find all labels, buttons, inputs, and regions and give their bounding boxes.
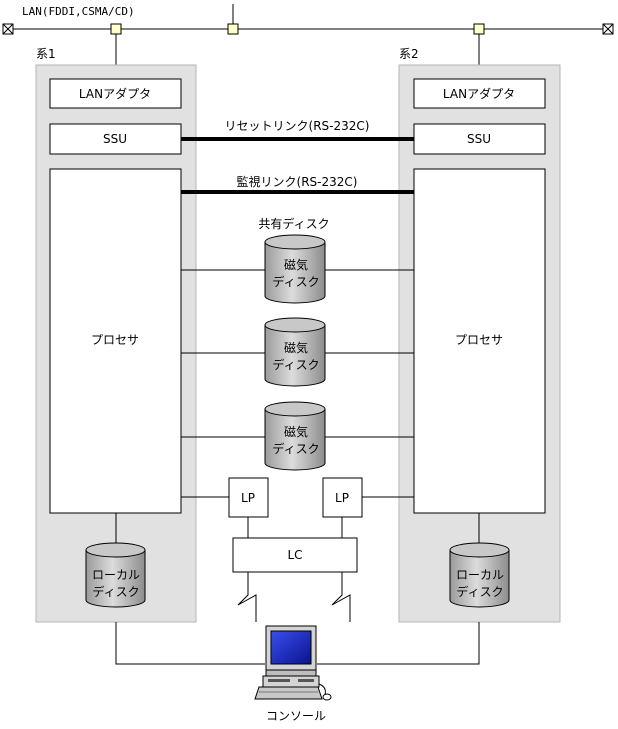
lp-right-label: LP [335,491,349,505]
local-disk-1: ローカル ディスク [85,542,146,608]
lan-adapter-2-label: LANアダプタ [443,86,515,101]
ssu-1 [49,123,182,155]
lp-right [322,477,363,518]
shared-disk-1-label-line1: 磁気 [284,257,308,272]
lan-label: LAN(FDDI,CSMA/CD) [22,5,135,18]
shared-disk-1: 磁気 ディスク [181,234,414,304]
ssu-2-label: SSU [467,132,491,146]
lc-label: LC [287,548,302,562]
shared-disk-2-label-line2: ディスク [272,357,319,372]
console-label: コンソール [266,709,326,723]
system-2-label: 系2 [399,47,419,61]
processor-1-label: プロセサ [91,333,139,347]
system-2: 系2 LANアダプタ SSU プロセサ ローカル ディスク [398,47,561,623]
shared-disk-2-label-line1: 磁気 [284,340,308,355]
lan-adapter-2 [413,78,546,109]
lan-node [473,23,485,35]
ssu-1-label: SSU [103,132,127,146]
local-disk-2-label-line1: ローカル [456,568,504,582]
local-disk-2: ローカル ディスク [449,542,510,608]
lc-box [232,537,358,573]
lan-adapter-1 [49,78,182,109]
lan-terminator-right [602,23,614,35]
lan-node [110,23,122,35]
lp-left [228,477,269,518]
console-terminal-icon [254,625,332,701]
processor-1 [49,168,182,514]
shared-disk-1-label-line2: ディスク [272,274,319,289]
shared-disk-3: 磁気 ディスク [181,401,414,471]
system-1-label: 系1 [36,47,56,61]
processor-2 [413,168,546,514]
shared-disk-3-label-line1: 磁気 [284,424,308,439]
processor-2-label: プロセサ [455,333,503,347]
local-disk-2-label-line2: ディスク [456,584,503,599]
monitor-link-label: 監視リンク(RS-232C) [237,174,358,189]
shared-disk-3-label-line2: ディスク [272,441,319,456]
local-disk-1-label-line1: ローカル [92,568,140,582]
line-break-symbol [237,572,257,622]
shared-disk-title: 共有ディスク [258,216,329,231]
lan-adapter-1-label: LANアダプタ [79,86,151,101]
lp-left-label: LP [241,491,255,505]
local-disk-1-label-line2: ディスク [92,584,139,599]
system-1: 系1 LANアダプタ SSU プロセサ ローカル ディスク [35,47,197,623]
reset-link-label: リセットリンク(RS-232C) [225,119,370,133]
lan-backbone [2,4,614,80]
lan-node [227,23,239,35]
lan-terminator-left [2,23,14,35]
line-break-symbol [331,572,351,622]
shared-disk-2: 磁気 ディスク [181,317,414,387]
